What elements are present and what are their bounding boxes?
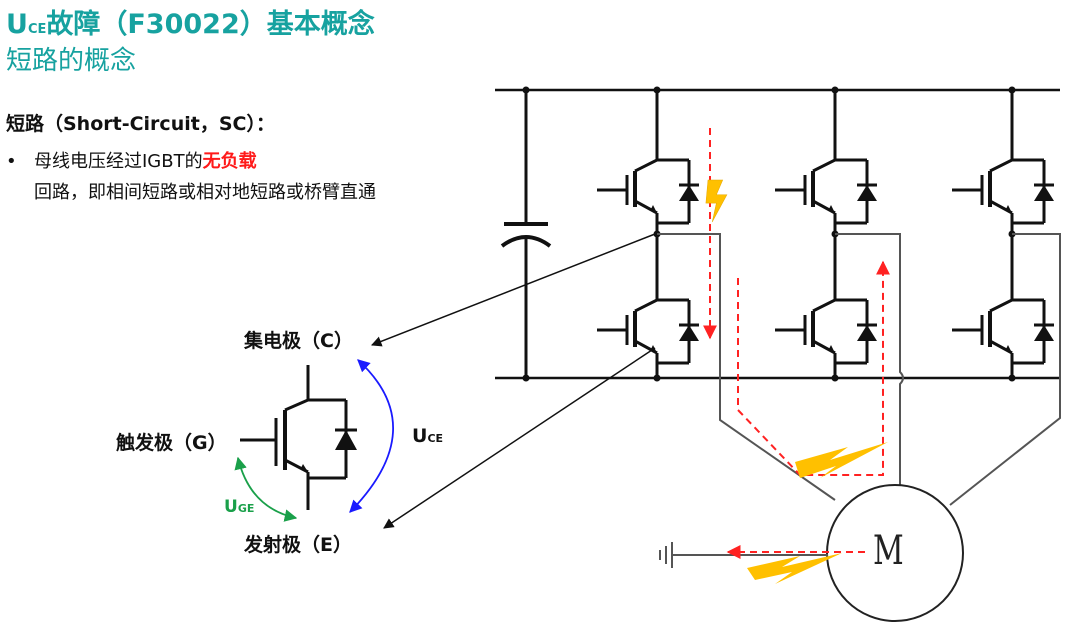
bullet-marker: • <box>6 151 17 172</box>
bridge-leg-w <box>950 86 1056 382</box>
motor-label: M <box>873 528 904 574</box>
short-circuit-bullet: • 母线电压经过IGBT的无负载 回路，即相间短路或相对地短路或桥臂直通 <box>6 146 376 208</box>
emitter-callout-arrow <box>383 347 656 529</box>
gate-label: 触发极（G） <box>116 432 227 454</box>
capacitor-icon <box>500 86 552 382</box>
fault-path <box>703 128 890 559</box>
collector-callout-arrow <box>371 233 656 347</box>
motor-wires <box>657 233 1061 506</box>
emitter-label: 发射极（E） <box>244 534 352 556</box>
uge-main: U <box>224 497 238 517</box>
igbt-icon <box>773 123 879 242</box>
igbt-icon <box>773 263 879 382</box>
igbt-icon <box>595 123 701 242</box>
igbt-icon <box>240 365 357 510</box>
uge-subscript: GE <box>237 502 255 515</box>
igbt-icon <box>595 263 701 382</box>
uce-main: U <box>412 425 428 447</box>
title-rest: 故障（F30022）基本概念 <box>46 9 375 40</box>
bridge-leg-v <box>773 86 879 382</box>
page-subtitle: 短路的概念 <box>6 46 137 76</box>
lightning-icon <box>747 553 842 584</box>
igbt-icon <box>950 263 1056 382</box>
collector-label: 集电极（C） <box>244 330 353 352</box>
igbt-icon <box>950 123 1056 242</box>
bullet-line1-prefix: 母线电压经过IGBT的 <box>34 151 203 172</box>
short-circuit-heading: 短路（Short-Circuit，SC）： <box>6 113 275 135</box>
lightning-icon <box>795 442 888 478</box>
uge-label: UGE <box>224 497 254 517</box>
title-u-subscript: CE <box>27 22 47 37</box>
no-load-highlight: 无负载 <box>202 151 257 172</box>
uge-arrow <box>234 456 298 522</box>
uce-arrow <box>349 359 394 513</box>
page-title: UCE故障（F30022）基本概念 <box>6 2 375 41</box>
bullet-line2: 回路，即相间短路或相对地短路或桥臂直通 <box>34 182 376 203</box>
uce-label: UCE <box>412 425 443 447</box>
ground-icon <box>659 542 828 568</box>
uce-subscript: CE <box>427 432 444 445</box>
title-u: U <box>6 9 28 40</box>
